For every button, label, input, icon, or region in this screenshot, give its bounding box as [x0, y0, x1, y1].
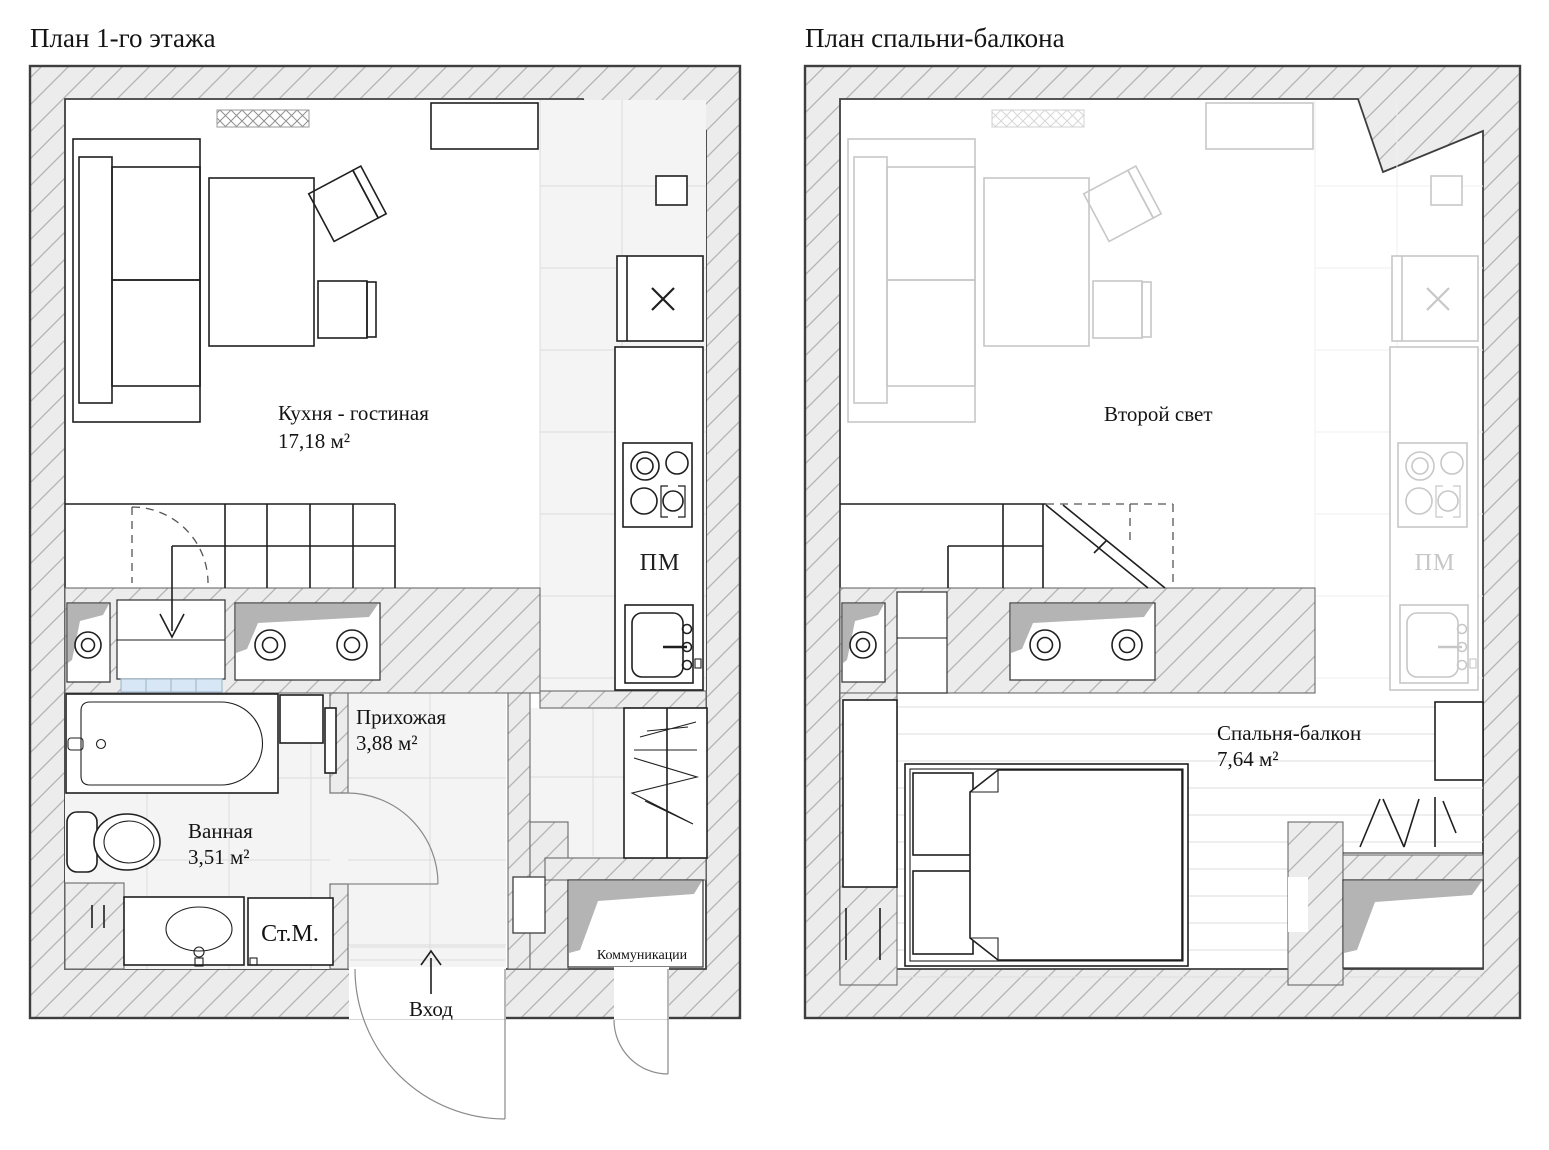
towel-rail	[324, 707, 337, 774]
stairs-upper	[840, 503, 1174, 589]
landing-column	[842, 699, 898, 888]
stair-landing	[896, 591, 948, 694]
bathroom-door	[346, 792, 439, 885]
pillow	[912, 870, 974, 955]
kitchen-living-name: Кухня - гостиная	[278, 401, 429, 425]
communications-door	[613, 967, 669, 1075]
stair-break-line	[1045, 504, 1166, 589]
bedroom-balcony-area: 7,64 м²	[1217, 747, 1279, 771]
kitchen-living-area: 17,18 м²	[278, 429, 350, 453]
blanket	[969, 769, 1183, 961]
nightstand	[1434, 701, 1484, 781]
railing-panel	[1343, 797, 1483, 854]
entrance-label: Вход	[409, 997, 453, 1021]
hallway-name: Прихожая	[356, 705, 446, 729]
shaft-niche	[1342, 879, 1484, 969]
bed	[904, 763, 1189, 967]
radiator	[216, 109, 310, 128]
bath-cabinet	[279, 694, 324, 744]
stairs	[65, 503, 396, 639]
stair-direction-arrow	[159, 546, 185, 639]
wall-recess	[512, 876, 546, 934]
radiator-faded	[991, 109, 1085, 128]
hallway-area: 3,88 м²	[356, 731, 418, 755]
plan-bedroom: План спальни-балкона	[803, 23, 1522, 1020]
toilet	[66, 811, 161, 873]
bathroom-name: Ванная	[188, 819, 253, 843]
plan-bedroom-title: План спальни-балкона	[805, 23, 1065, 53]
plan-floor1: План 1-го этажа	[28, 23, 742, 1120]
bathroom-area: 3,51 м²	[188, 845, 250, 869]
communications-niche: Коммуникации	[567, 879, 704, 968]
entrance-door: Вход	[349, 946, 506, 1120]
entrance-arrow-icon	[420, 949, 442, 994]
window-niche-small	[66, 602, 111, 683]
wardrobe	[623, 707, 708, 859]
washing-machine-label: Ст.М.	[261, 921, 319, 947]
dashed-door-swing	[131, 506, 209, 584]
glass-blocks	[120, 678, 223, 693]
washing-machine: Ст.М.	[247, 897, 334, 966]
second-light-name: Второй свет	[1104, 402, 1213, 426]
wood-floor	[897, 706, 1483, 978]
window-niche-wide-2	[1009, 602, 1156, 681]
pillow	[912, 772, 974, 856]
stair-opening-dashed	[1046, 503, 1174, 588]
hallway-floor	[348, 693, 506, 969]
communications-label: Коммуникации	[597, 948, 688, 963]
window-niche-small-2	[841, 602, 886, 683]
bathtub	[65, 693, 279, 794]
plan-floor1-title: План 1-го этажа	[30, 23, 216, 53]
bedroom-balcony-name: Спальня-балкон	[1217, 721, 1361, 745]
window-niche-wide	[234, 602, 381, 681]
washbasin	[123, 896, 245, 967]
